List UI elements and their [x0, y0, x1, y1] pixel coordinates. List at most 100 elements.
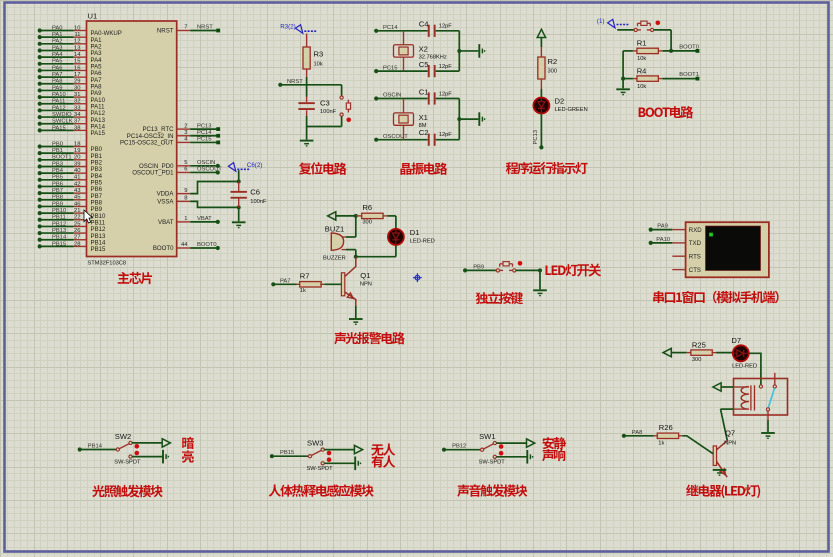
- label-crystal_circuit.c2.value: 12pF: [439, 132, 452, 138]
- pin-number: 41: [74, 175, 80, 181]
- led-d7: [731, 344, 750, 363]
- switch-state-dot[interactable]: [326, 450, 332, 456]
- label-relay_circuit.q7.value: NPN: [724, 440, 736, 446]
- button-state-dot[interactable]: [346, 117, 352, 123]
- pin-name: PB10: [91, 213, 107, 220]
- ground-symbol: [533, 289, 547, 297]
- pin-name: PB2: [91, 160, 103, 167]
- net-label: BOOT0: [679, 44, 699, 50]
- pin-number: 33: [74, 105, 80, 111]
- label-run_indicator.resistor.value: 300: [548, 69, 558, 75]
- switch-ref: SW1: [479, 432, 495, 441]
- button-state-dot[interactable]: [517, 261, 523, 266]
- contact-circle: [512, 268, 517, 273]
- section-title: 晶振电路: [399, 159, 447, 178]
- pin-number: 17: [74, 72, 80, 78]
- power-terminal-left: [711, 381, 722, 393]
- section-title: BOOT电路: [638, 102, 694, 121]
- power-terminal-right: [525, 437, 537, 449]
- crystal-inner: [398, 114, 409, 124]
- mouse-cursor: [83, 209, 94, 224]
- key-button[interactable]: [495, 261, 523, 273]
- label-relay_circuit.d7.ref: D7: [731, 336, 741, 345]
- reset-button[interactable]: [339, 95, 352, 123]
- switch-state-dot[interactable]: [326, 457, 332, 463]
- pin-name: PA8: [91, 83, 103, 90]
- switch-state-dot[interactable]: [134, 444, 140, 449]
- pin-name: PA6: [91, 70, 103, 77]
- label-relay_circuit.q7.ref: Q7: [725, 429, 735, 438]
- contact-circle: [128, 454, 133, 459]
- switch-state-dot[interactable]: [498, 444, 504, 449]
- label-alarm_circuit.buzzer.value: BUZZER: [323, 256, 346, 262]
- label-alarm_circuit.q1.ref: Q1: [360, 271, 370, 280]
- label-alarm_circuit.r6.ref: R6: [362, 203, 372, 212]
- boot-button[interactable]: [633, 20, 661, 33]
- pin-number: 31: [74, 92, 80, 98]
- net-label: PA10: [656, 237, 670, 243]
- chip-body: [85, 20, 178, 258]
- pin-number: 38: [74, 125, 80, 131]
- switch-state-dot[interactable]: [498, 450, 504, 456]
- pin-number: 32: [74, 99, 80, 105]
- label-run_indicator.resistor.ref: R2: [548, 57, 558, 66]
- pin-number: 19: [74, 148, 80, 154]
- pin-name: VSSA: [157, 198, 174, 205]
- spdt-switch-SW1[interactable]: [479, 440, 504, 459]
- section-title: 人体热释电感应模块: [268, 481, 374, 500]
- pin-name: OSCOUT_PD1: [132, 169, 174, 176]
- net-label: PB4: [52, 168, 64, 174]
- button-state-dot[interactable]: [655, 20, 661, 26]
- net-label: PB5: [52, 175, 63, 181]
- pin-name: VDDA: [157, 191, 175, 198]
- terminal-square: [216, 133, 221, 138]
- contact-circle: [495, 268, 501, 273]
- spdt-switch-SW2[interactable]: [115, 440, 140, 459]
- pin-name: PB0: [91, 146, 103, 153]
- net-label: NRST: [197, 25, 213, 31]
- capacitor-plates: [230, 190, 247, 199]
- resistor-body: [302, 46, 311, 70]
- pin-name: BOOT0: [153, 245, 174, 252]
- net-label: BOOT0: [197, 242, 217, 248]
- pin-number: 44: [181, 242, 188, 248]
- label-crystal_circuit.c4.value: 12pF: [439, 24, 452, 30]
- contact-circle: [492, 454, 497, 459]
- label-run_indicator.led.value: LED-GREEN: [555, 107, 588, 113]
- pin-name: PA0-WKUP: [91, 30, 122, 37]
- label-boot_circuit.r1.ref: R1: [637, 39, 647, 48]
- chip-part: STM32F103C8: [88, 261, 127, 267]
- wire: [190, 200, 239, 209]
- label-crystal_circuit.x2.ref: X2: [419, 45, 428, 54]
- net-label: PA0: [52, 25, 63, 31]
- pin-number: 9: [184, 188, 187, 194]
- label-crystal_circuit.x2.value: 32.768KHz: [419, 55, 447, 61]
- label-alarm_circuit.led.value: LED-RED: [410, 238, 435, 244]
- pin-number: 43: [74, 188, 80, 194]
- voltage-probe: [294, 23, 318, 35]
- switch-state-dot[interactable]: [134, 450, 140, 456]
- net-label: PB7: [52, 188, 63, 194]
- net-label: PB14: [52, 235, 67, 241]
